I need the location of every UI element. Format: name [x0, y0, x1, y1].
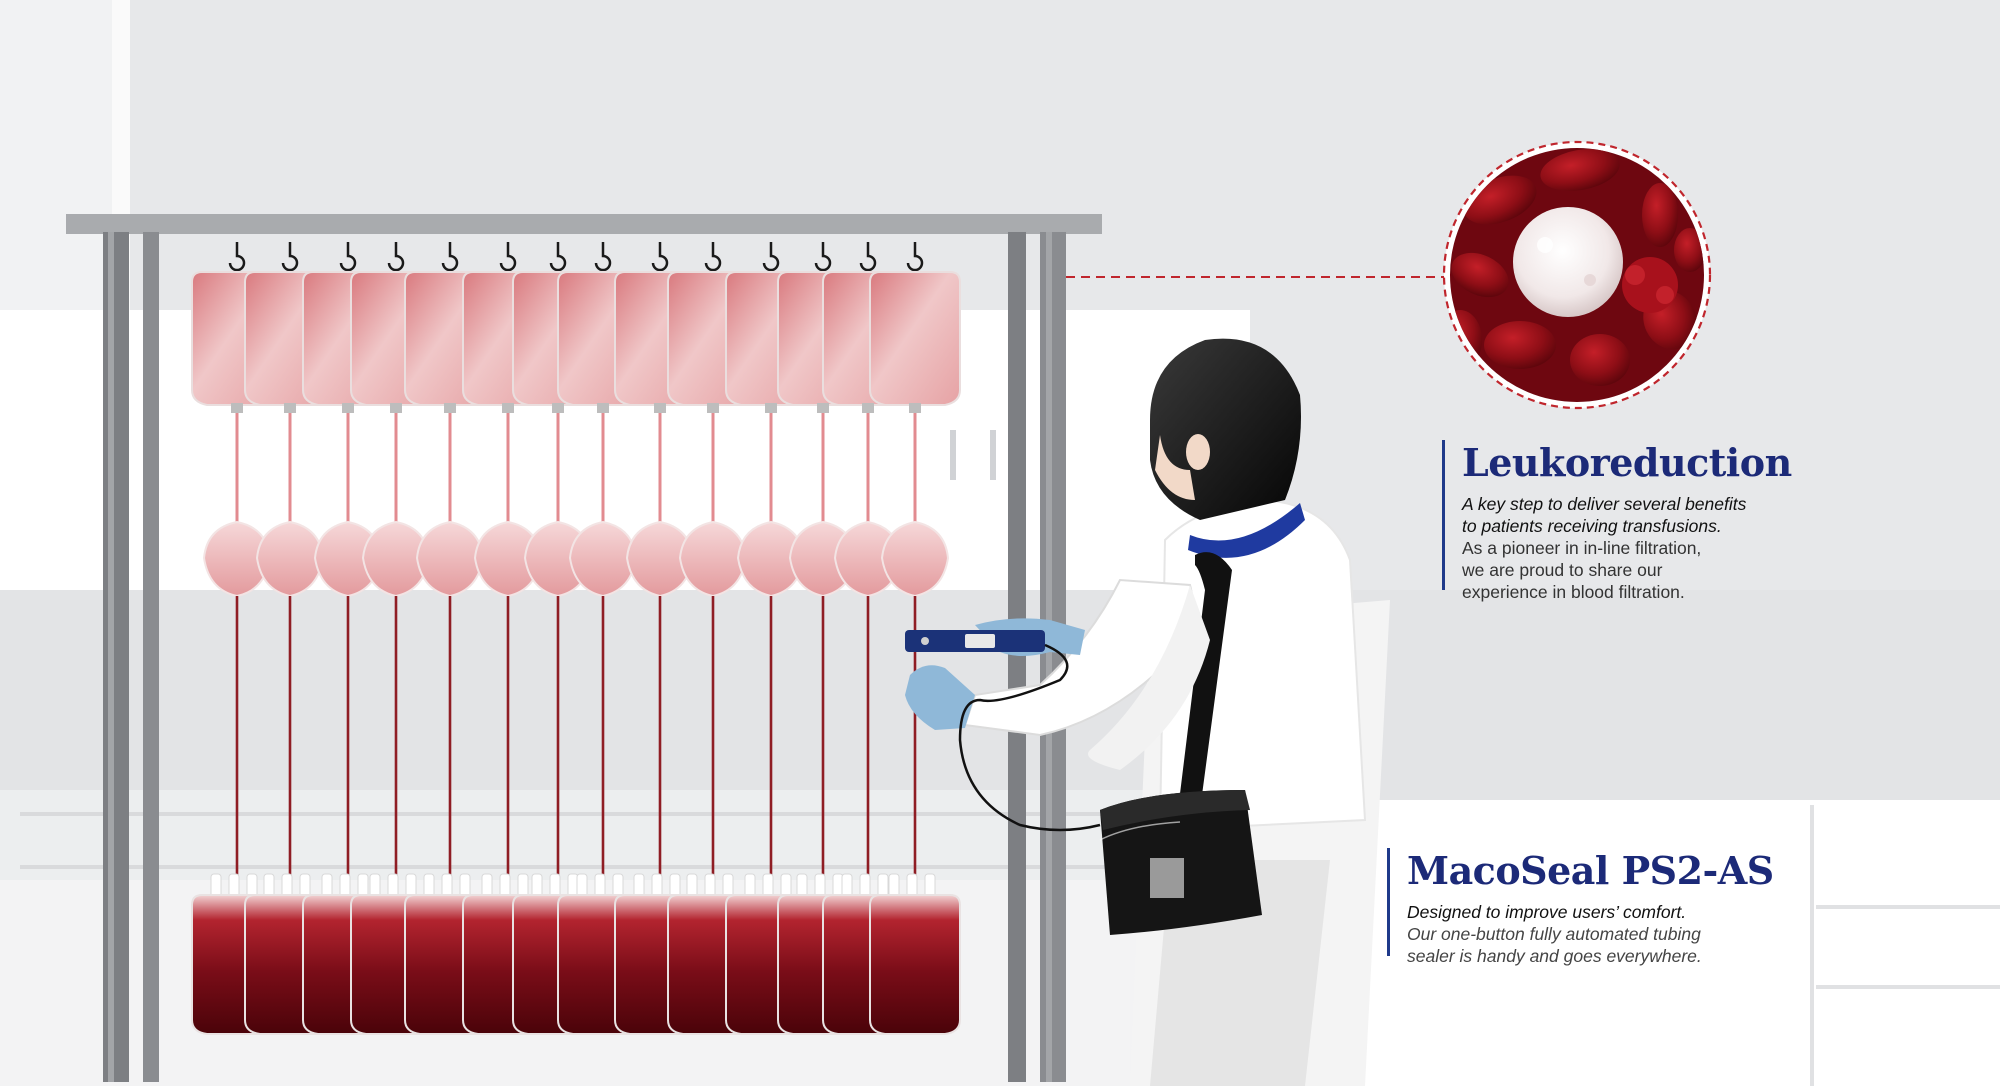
hook-icon: [704, 242, 722, 272]
hook-icon: [906, 242, 924, 272]
hook-icon: [441, 242, 459, 272]
hook-icon: [228, 242, 246, 272]
hook-icon: [339, 242, 357, 272]
leukoreduction-title: Leukoreduction: [1462, 440, 1792, 485]
rack: [66, 214, 1102, 1082]
hook-icon: [594, 242, 612, 272]
red-blood-cell-closeup-icon: [1066, 140, 1712, 410]
plasma-bag: [869, 271, 961, 406]
leukoreduction-line-2: to patients receiving transfusions.: [1462, 516, 1722, 536]
leukoreduction-line-3: As a pioneer in in-line filtration,: [1462, 538, 1702, 558]
hook-icon: [762, 242, 780, 272]
hook-icon: [281, 242, 299, 272]
blood-bags: [191, 242, 961, 1035]
blood-bag-set: [869, 242, 961, 1035]
tubing-sealer-icon: [905, 630, 1101, 832]
callout-accent-bar: [1387, 848, 1390, 956]
hook-icon: [651, 242, 669, 272]
hook-icon: [499, 242, 517, 272]
technician: [905, 338, 1390, 1086]
callout-accent-bar: [1442, 440, 1445, 590]
hook-icon: [387, 242, 405, 272]
hook-icon: [549, 242, 567, 272]
macoseal-line-2: Our one-button fully automated tubing: [1407, 924, 1701, 944]
shoulder-bag-icon: [1099, 790, 1262, 935]
leukoreduction-line-4: we are proud to share our: [1462, 560, 1663, 580]
leukoreduction-line-1: A key step to deliver several benefits: [1462, 494, 1747, 514]
macoseal-line-3: sealer is handy and goes everywhere.: [1407, 946, 1702, 966]
leukoreduction-line-5: experience in blood filtration.: [1462, 582, 1685, 602]
macoseal-line-1: Designed to improve users’ comfort.: [1407, 902, 1687, 922]
hook-icon: [814, 242, 832, 272]
macoseal-title: MacoSeal PS2-AS: [1407, 848, 1774, 893]
macoseal-callout: MacoSeal PS2-AS Designed to improve user…: [1387, 848, 1774, 966]
leukoreduction-callout: Leukoreduction A key step to deliver sev…: [1442, 440, 1792, 602]
red-cell-bag: [869, 894, 961, 1035]
hook-icon: [859, 242, 877, 272]
